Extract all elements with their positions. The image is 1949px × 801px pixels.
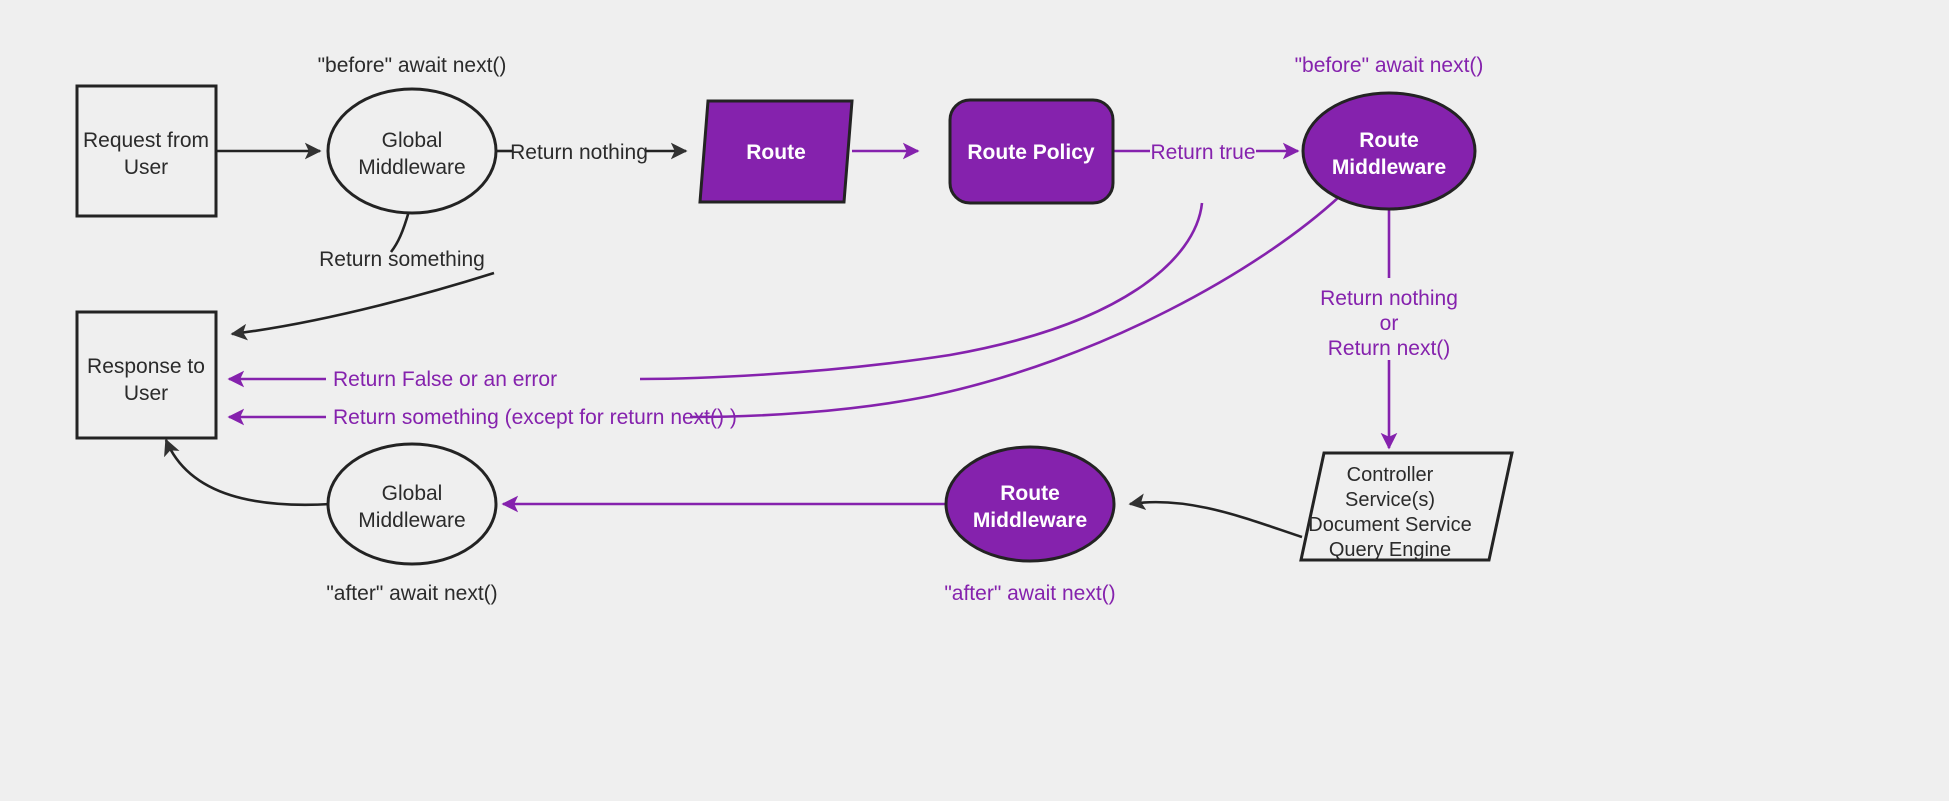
annotation-before-await-next-global: "before" await next(): [318, 54, 507, 77]
node-response-to-user[interactable]: Response to User: [75, 310, 218, 440]
edge-label-return-nothing-or-2: or: [1380, 312, 1399, 335]
edge-route-policy-return-false: [639, 202, 1204, 381]
labels-layer: "before" await next() "before" await nex…: [318, 54, 1484, 605]
edge-label-return-nothing-or-3: Return next(): [1328, 337, 1451, 360]
annotation-after-await-next-route: "after" await next(): [944, 582, 1115, 605]
route-middleware-bottom-line1: Route: [1000, 482, 1060, 505]
route-middleware-top-line1: Route: [1359, 129, 1419, 152]
route-label: Route: [746, 141, 806, 164]
edge-label-return-false-or-error: Return False or an error: [333, 368, 557, 391]
node-global-middleware-top[interactable]: Global Middleware: [326, 87, 498, 215]
global-middleware-bottom-line1: Global: [382, 482, 443, 505]
node-global-middleware-bottom[interactable]: Global Middleware: [326, 442, 498, 566]
controller-stack-line1: Controller: [1347, 464, 1434, 486]
route-policy-label: Route Policy: [967, 141, 1095, 164]
node-route-middleware-bottom[interactable]: Route Middleware: [944, 445, 1116, 563]
global-middleware-top-shape: [326, 87, 498, 215]
edge-label-return-something-except: Return something (except for return next…: [333, 406, 737, 429]
global-middleware-top-line1: Global: [382, 129, 443, 152]
controller-stack-line4: Query Engine: [1329, 539, 1451, 561]
nodes-layer: Request from User Global Middleware Rout…: [75, 84, 1514, 566]
annotation-before-await-next-route: "before" await next(): [1295, 54, 1484, 77]
edge-global-middleware-return-something-arrow: [230, 271, 495, 341]
route-middleware-bottom-line2: Middleware: [973, 509, 1087, 532]
controller-stack-line2: Service(s): [1345, 489, 1435, 511]
global-middleware-top-line2: Middleware: [358, 156, 465, 179]
edge-label-return-nothing: Return nothing: [510, 141, 648, 164]
request-from-user-shape: [75, 84, 218, 218]
controller-stack-line3: Document Service: [1308, 514, 1471, 536]
response-to-user-line2: User: [124, 382, 168, 405]
response-to-user-line1: Response to: [87, 355, 205, 378]
edge-label-return-nothing-or-1: Return nothing: [1320, 287, 1458, 310]
node-route-middleware-top[interactable]: Route Middleware: [1301, 91, 1477, 211]
edge-global-middleware-return-something: [389, 210, 411, 253]
annotation-after-await-next-global: "after" await next(): [326, 582, 497, 605]
global-middleware-bottom-line2: Middleware: [358, 509, 465, 532]
route-shape: [698, 99, 854, 204]
node-request-from-user[interactable]: Request from User: [75, 84, 218, 218]
response-to-user-shape: [75, 310, 218, 440]
edge-global-middleware-bottom-to-response: [164, 438, 332, 507]
request-from-user-line2: User: [124, 156, 168, 179]
node-controller-stack[interactable]: Controller Service(s) Document Service Q…: [1299, 451, 1514, 562]
node-route-policy[interactable]: Route Policy: [948, 98, 1115, 205]
edge-label-return-something: Return something: [319, 248, 485, 271]
route-policy-shape: [948, 98, 1115, 205]
controller-stack-shape: [1299, 451, 1514, 562]
node-route[interactable]: Route: [698, 99, 854, 204]
route-middleware-top-shape: [1301, 91, 1477, 211]
edge-label-return-true: Return true: [1150, 141, 1255, 164]
edge-controller-to-route-middleware-bottom: [1128, 493, 1303, 539]
route-middleware-top-line2: Middleware: [1332, 156, 1446, 179]
global-middleware-bottom-shape: [326, 442, 498, 566]
route-middleware-bottom-shape: [944, 445, 1116, 563]
request-from-user-line1: Request from: [83, 129, 209, 152]
edges-layer: [164, 142, 1398, 539]
edge-route-middleware-return-something: [689, 195, 1341, 419]
